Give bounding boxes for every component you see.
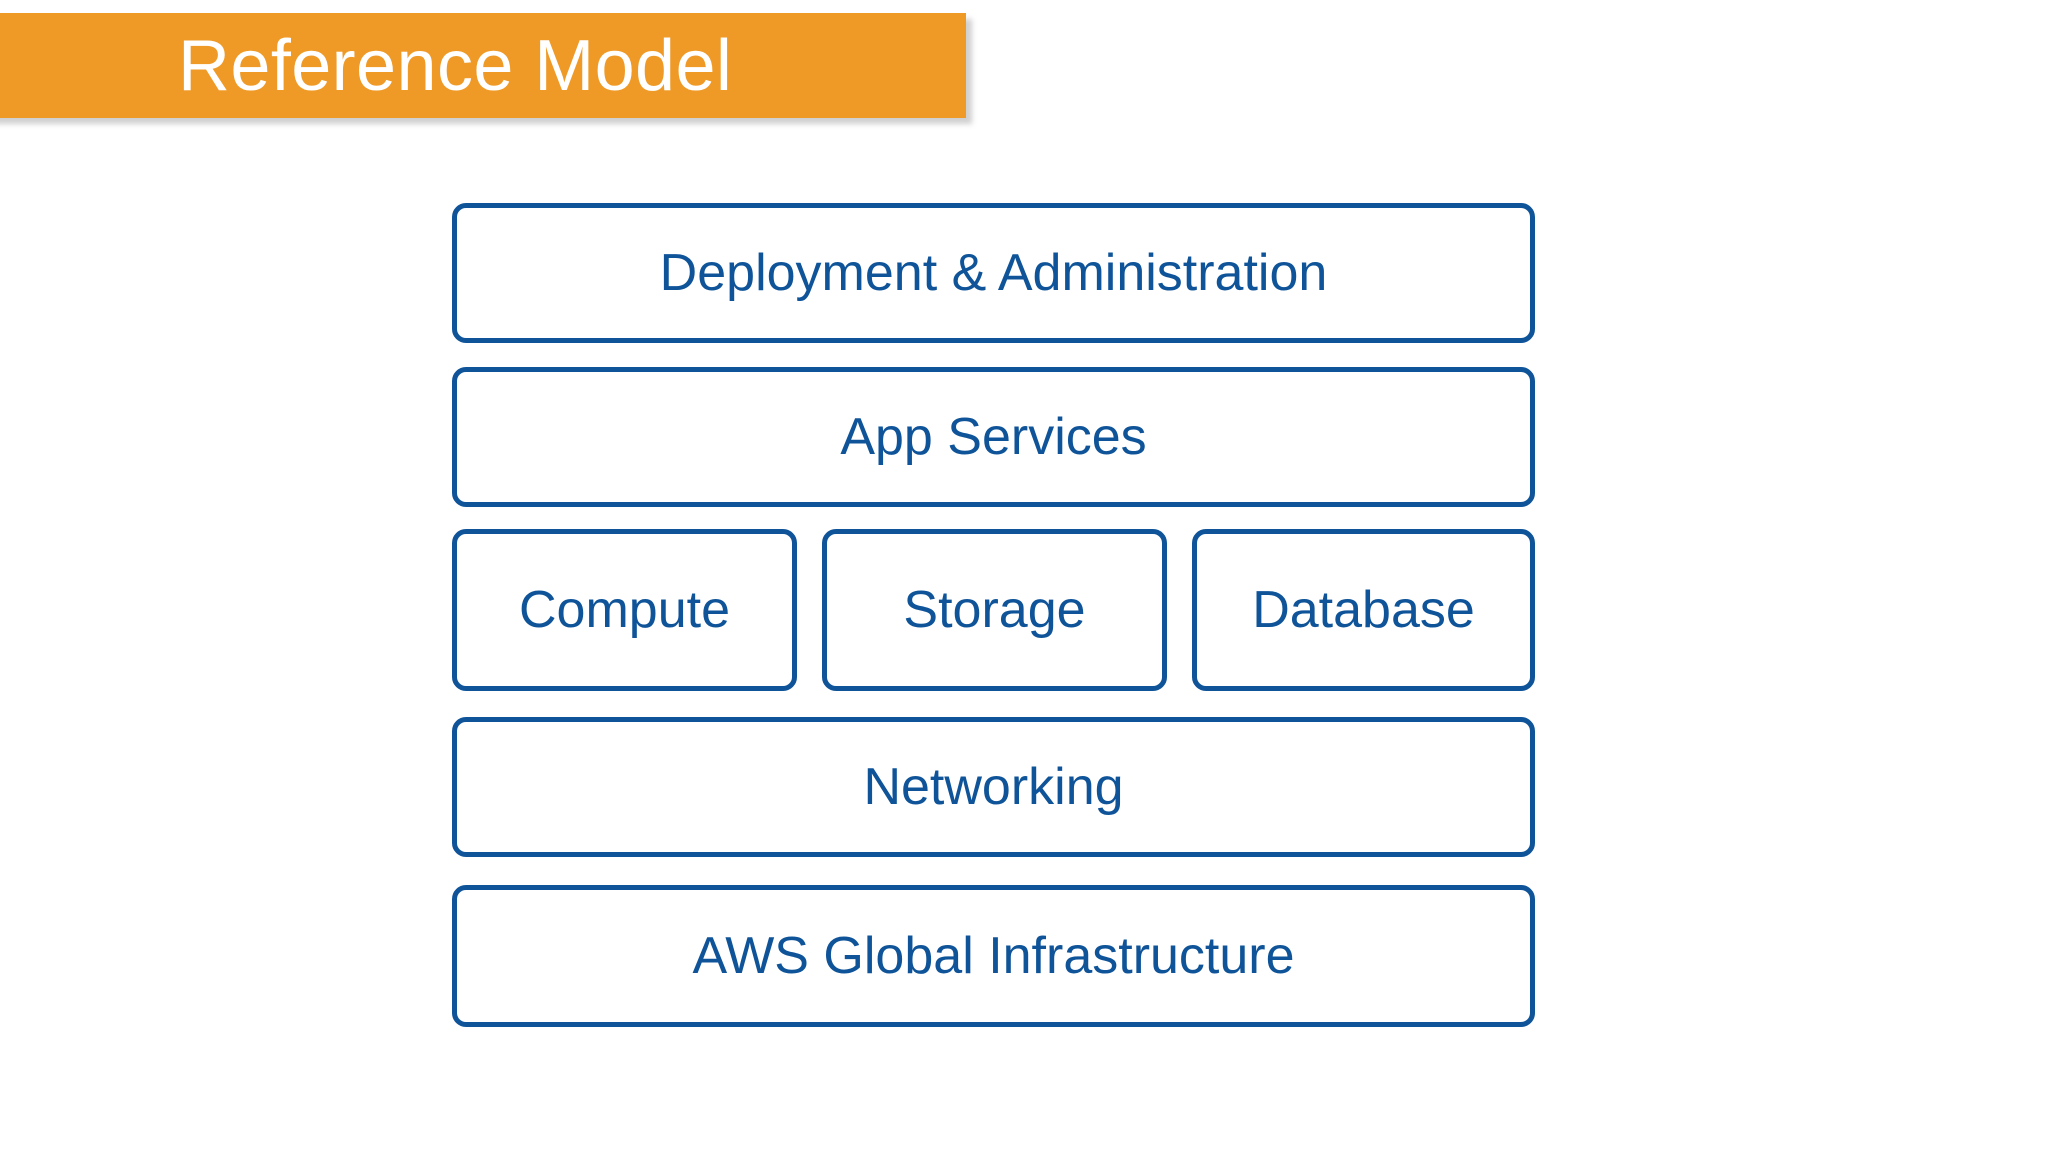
layer-storage[interactable]: Storage (822, 529, 1167, 691)
title-banner: Reference Model (0, 13, 966, 118)
layer-label: Deployment & Administration (659, 244, 1328, 302)
layer-label: Compute (519, 581, 730, 639)
reference-model-stack: Deployment & Administration App Services… (452, 203, 1535, 1027)
page-title: Reference Model (178, 25, 733, 106)
layer-label: Networking (863, 758, 1124, 816)
layer-app-services[interactable]: App Services (452, 367, 1535, 507)
layer-label: Storage (903, 581, 1086, 639)
layer-networking[interactable]: Networking (452, 717, 1535, 857)
layer-database[interactable]: Database (1192, 529, 1535, 691)
layer-aws-global-infrastructure[interactable]: AWS Global Infrastructure (452, 885, 1535, 1027)
layer-deployment-administration[interactable]: Deployment & Administration (452, 203, 1535, 343)
layer-label: Database (1252, 581, 1475, 639)
layer-label: AWS Global Infrastructure (692, 927, 1295, 985)
layer-row-services: Compute Storage Database (452, 529, 1535, 691)
layer-label: App Services (840, 408, 1147, 466)
layer-compute[interactable]: Compute (452, 529, 797, 691)
